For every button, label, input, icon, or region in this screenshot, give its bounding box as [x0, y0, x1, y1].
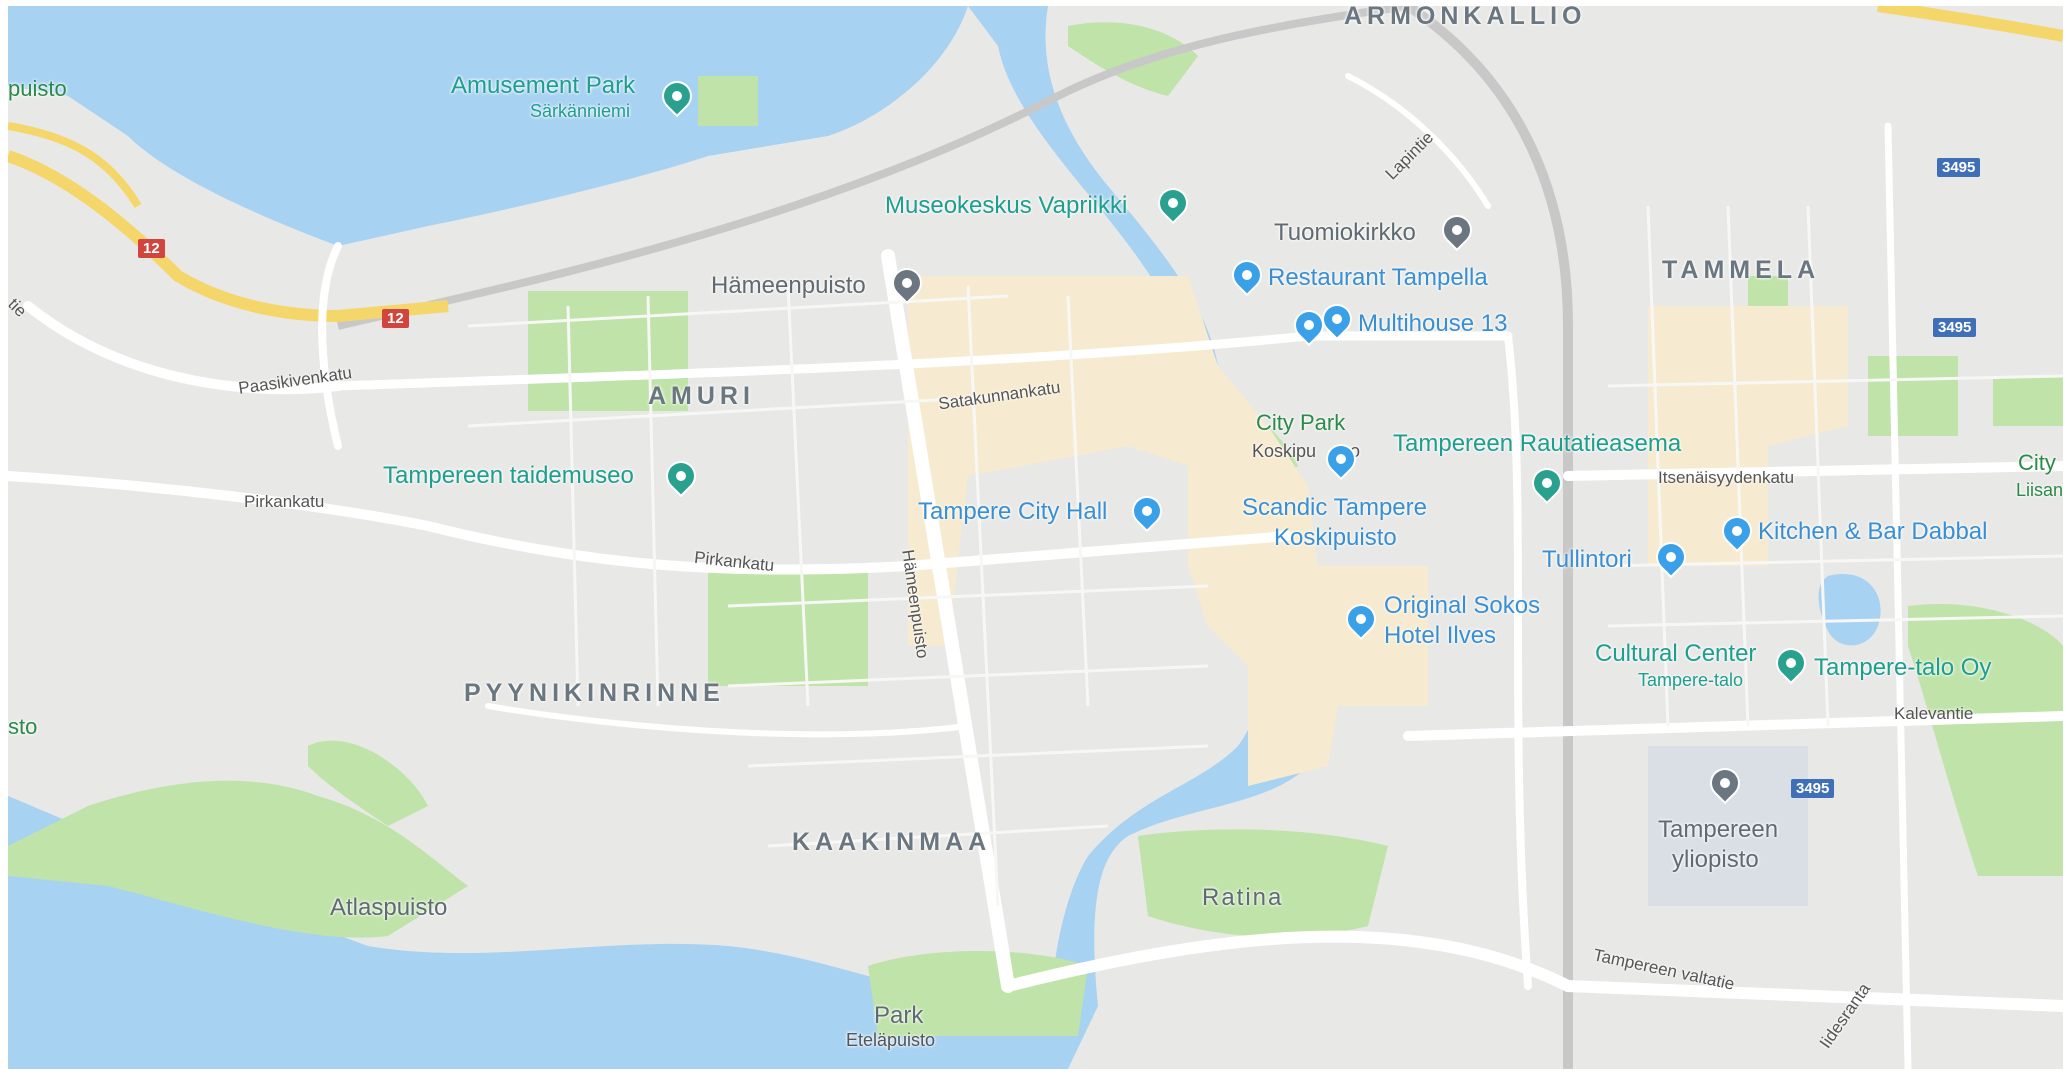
poi-restaurant-tampella[interactable]: Restaurant Tampella — [1268, 264, 1488, 291]
district-pyynikinrinne: PYYNIKINRINNE — [464, 679, 725, 707]
poi-original-sokos[interactable]: Original Sokos — [1384, 592, 1541, 619]
poi-puisto-edge: puisto — [8, 76, 67, 101]
poi-tampere-city-hall[interactable]: Tampere City Hall — [918, 498, 1108, 525]
park-tampella — [1068, 22, 1198, 96]
lake-nasijarvi — [8, 6, 968, 246]
highway-12 — [8, 150, 449, 323]
lake-pyhajarvi — [8, 796, 1068, 1069]
district-kaakinmaa: KAAKINMAA — [792, 828, 992, 856]
poi-ratina[interactable]: Ratina — [1202, 884, 1284, 911]
park-pyynikinrinne — [708, 566, 868, 686]
road-network — [8, 73, 2063, 1069]
district-amuri: AMURI — [648, 382, 755, 410]
district-tammela: TAMMELA — [1662, 256, 1821, 284]
poi-scandic-tampere[interactable]: Scandic Tampere — [1242, 494, 1427, 521]
poi-koskipuisto-partial: Koskipu — [1252, 441, 1317, 461]
highway-ne — [1877, 6, 2063, 42]
poi-city-edge: City — [2018, 450, 2056, 475]
park-kaleva — [1908, 604, 2063, 876]
park-ratina — [1138, 829, 1388, 937]
poi-tampere-talo-oy[interactable]: Tampere-talo Oy — [1814, 654, 1992, 681]
street-kalevantie: Kalevantie — [1894, 704, 1974, 723]
route-shield-3495-a: 3495 — [1937, 158, 1981, 177]
poi-tampere-talo-sub: Tampere-talo — [1638, 670, 1744, 690]
poi-tampereen-taidemuseo[interactable]: Tampereen taidemuseo — [383, 462, 634, 489]
route-shield-12-b: 12 — [382, 309, 409, 328]
poi-tampereen-yliopisto-1[interactable]: Tampereen — [1658, 816, 1779, 843]
poi-liisan-edge: Liisan — [2016, 480, 2063, 500]
park-pyynikki — [308, 740, 428, 826]
route-shield-12-a: 12 — [138, 239, 165, 258]
poi-scandic-koskipuisto: Koskipuisto — [1274, 524, 1397, 551]
poi-etelapuisto: Eteläpuisto — [846, 1030, 936, 1050]
park-hameenpuisto-amuri — [528, 291, 688, 411]
poi-amusement-park[interactable]: Amusement Park — [451, 72, 636, 99]
poi-hotel-ilves: Hotel Ilves — [1384, 622, 1497, 649]
poi-kitchen-bar-dabbal[interactable]: Kitchen & Bar Dabbal — [1758, 518, 1988, 545]
map-canvas[interactable]: ARMONKALLIO TAMMELA AMURI PYYNIKINRINNE … — [8, 6, 2063, 1069]
poi-tullintori[interactable]: Tullintori — [1542, 546, 1632, 573]
poi-city-park[interactable]: City Park — [1256, 410, 1346, 435]
harbor-inlet — [708, 6, 968, 106]
tammela-commercial — [1648, 306, 1848, 566]
district-armonkallio: ARMONKALLIO — [1344, 6, 1587, 30]
poi-sto-edge: sto — [8, 714, 38, 739]
poi-museokeskus-vapriikki[interactable]: Museokeskus Vapriikki — [885, 192, 1128, 219]
route-shield-3495-c: 3495 — [1791, 779, 1835, 798]
poi-sarkanniemi: Särkänniemi — [530, 101, 631, 121]
park-etelapuisto — [868, 951, 1088, 1036]
poi-multihouse-13[interactable]: Multihouse 13 — [1358, 310, 1508, 337]
street-pirkankatu-west: Pirkankatu — [244, 492, 325, 511]
route-shield-3495-b: 3495 — [1933, 318, 1977, 337]
park-tammela-2 — [1993, 376, 2063, 426]
university-area — [1648, 746, 1808, 906]
park-tammela-1 — [1868, 356, 1958, 436]
street-grid — [467, 205, 2063, 907]
park-sarkanniemi — [698, 76, 758, 126]
poi-park[interactable]: Park — [874, 1002, 924, 1029]
park-atlaspuisto — [8, 780, 468, 938]
poi-koskipuisto-end: o — [1350, 441, 1361, 461]
poi-atlaspuisto[interactable]: Atlaspuisto — [330, 894, 448, 921]
rail-line — [1405, 6, 1573, 1069]
poi-tampereen-rautatieasema[interactable]: Tampereen Rautatieasema — [1393, 430, 1682, 457]
poi-cultural-center[interactable]: Cultural Center — [1595, 640, 1757, 667]
poi-hameenpuisto[interactable]: Hämeenpuisto — [711, 272, 866, 299]
map-base-layer — [8, 6, 2063, 1069]
rail-line-west — [337, 6, 1409, 330]
street-itsenaisyydenkatu: Itsenäisyydenkatu — [1658, 468, 1795, 487]
poi-tuomiokirkko[interactable]: Tuomiokirkko — [1274, 219, 1416, 246]
poi-tampereen-yliopisto-2: yliopisto — [1672, 846, 1759, 873]
highway-ramp — [8, 122, 142, 209]
downtown-area — [908, 276, 1428, 786]
sorsapuisto-pond — [1818, 574, 1881, 646]
